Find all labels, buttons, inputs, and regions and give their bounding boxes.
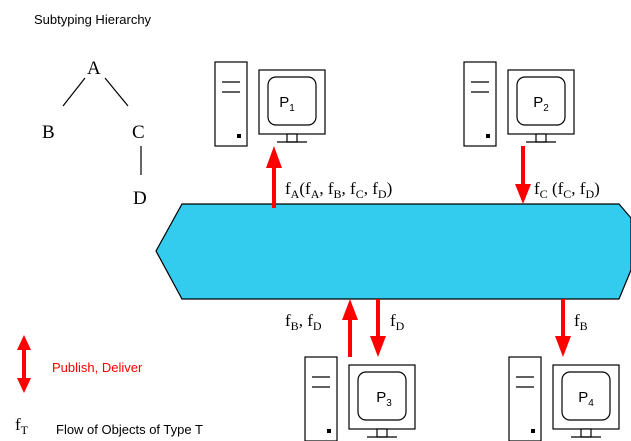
legend-flow-label: Flow of Objects of Type T bbox=[56, 422, 203, 437]
event-bus bbox=[155, 203, 631, 300]
process-p3-computer: P3 bbox=[304, 356, 416, 441]
flow-label-p4-deliver: fB bbox=[574, 311, 588, 333]
tree-edge-a-b bbox=[62, 77, 86, 107]
tree-node-a: A bbox=[87, 58, 101, 79]
process-p1-label: P1 bbox=[279, 94, 295, 114]
process-p4-label: P4 bbox=[578, 389, 594, 409]
legend-publish-deliver: Publish, Deliver bbox=[17, 335, 143, 393]
tree-node-c: C bbox=[132, 122, 145, 143]
process-p3-label: P3 bbox=[376, 389, 392, 409]
process-p4-computer: P4 bbox=[508, 356, 620, 441]
arrow-p1-publish bbox=[266, 146, 282, 208]
flow-label-p3-publish: fB, fD bbox=[285, 311, 322, 333]
process-p2-computer: P2 bbox=[463, 61, 575, 147]
flow-label-p3-deliver: fD bbox=[390, 311, 405, 333]
arrow-p4-deliver bbox=[555, 299, 571, 357]
tree-edge-a-c bbox=[104, 77, 129, 107]
double-arrow-icon bbox=[17, 335, 31, 393]
legend-flow: fT Flow of Objects of Type T bbox=[15, 415, 203, 437]
arrow-p3-deliver bbox=[370, 299, 386, 357]
process-p2-label: P2 bbox=[533, 94, 549, 114]
arrow-p2-deliver bbox=[515, 146, 531, 204]
flow-label-p2: fC (fC, fD) bbox=[534, 179, 600, 201]
arrow-p3-publish bbox=[342, 299, 358, 357]
legend-publish-deliver-label: Publish, Deliver bbox=[52, 360, 143, 375]
hierarchy-title: Subtyping Hierarchy bbox=[34, 12, 152, 27]
flow-label-p1: fA(fA, fB, fC, fD) bbox=[285, 179, 392, 201]
tree-node-d: D bbox=[133, 188, 147, 209]
subtyping-tree: A B C D bbox=[42, 58, 147, 209]
process-p1-computer: P1 bbox=[214, 61, 326, 147]
tree-node-b: B bbox=[42, 122, 55, 143]
legend-flow-symbol: fT bbox=[15, 415, 29, 437]
